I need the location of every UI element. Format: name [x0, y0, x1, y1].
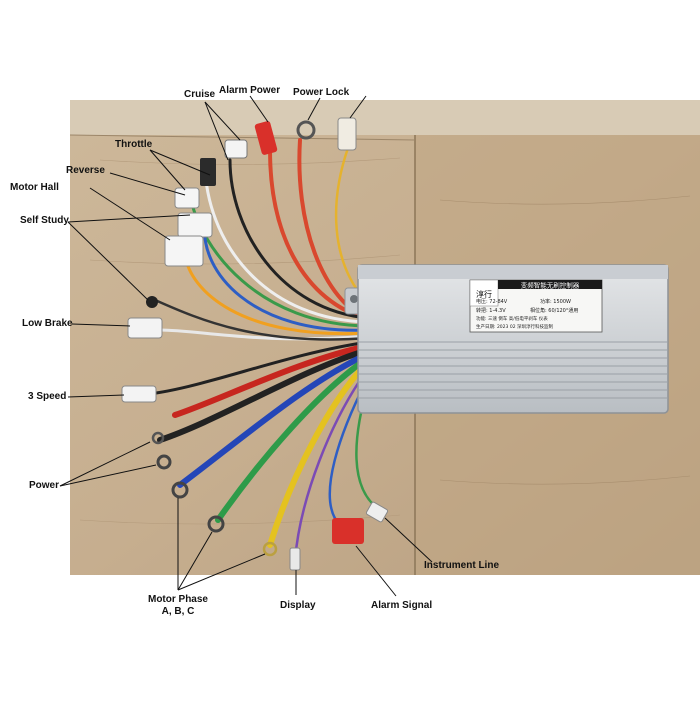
label-motor-phase-line2: A, B, C — [161, 606, 195, 617]
label-display: Display — [280, 600, 316, 611]
label-instrument-line: Instrument Line — [424, 560, 500, 571]
leader-lines — [59, 95, 433, 597]
controller-phase-angle: 相位角: 60/120°通用 — [530, 307, 578, 314]
controller-brand: 淳行 — [476, 289, 492, 299]
controller-function: 功能: 三速 倒车 高/低电平刹车 仪表 — [476, 315, 548, 322]
label-cruise: Cruise — [184, 89, 216, 100]
label-low-brake: Low Brake — [22, 318, 73, 329]
label-alarm-power: Alarm Power — [219, 85, 281, 96]
controller-box: 淳行 变频智能无刷控制器 电压: 72-84V 功率: 1500W 转把: 1-… — [344, 264, 669, 414]
label-motor-phase: Motor Phase A, B, C — [142, 594, 214, 618]
controller-voltage: 电压: 72-84V — [476, 298, 508, 305]
controller-title: 变频智能无刷控制器 — [521, 281, 580, 290]
label-self-study: Self Study — [20, 215, 69, 226]
label-alarm-signal: Alarm Signal — [371, 600, 433, 611]
label-power-lock: Power Lock — [293, 87, 350, 98]
controller-power: 功率: 1500W — [540, 298, 571, 305]
label-motor-phase-line1: Motor Phase — [147, 594, 208, 605]
controller-production: 生产日期: 2023 02 深圳淳行科技监制 — [476, 323, 553, 330]
label-throttle: Throttle — [115, 139, 153, 150]
label-motor-hall: Motor Hall — [10, 182, 59, 193]
label-reverse: Reverse — [66, 165, 105, 176]
connectors — [121, 117, 389, 571]
label-power: Power — [29, 480, 60, 491]
controller-throttle-voltage: 转把: 1-4.3V — [476, 307, 506, 314]
label-3-speed: 3 Speed — [28, 391, 67, 402]
